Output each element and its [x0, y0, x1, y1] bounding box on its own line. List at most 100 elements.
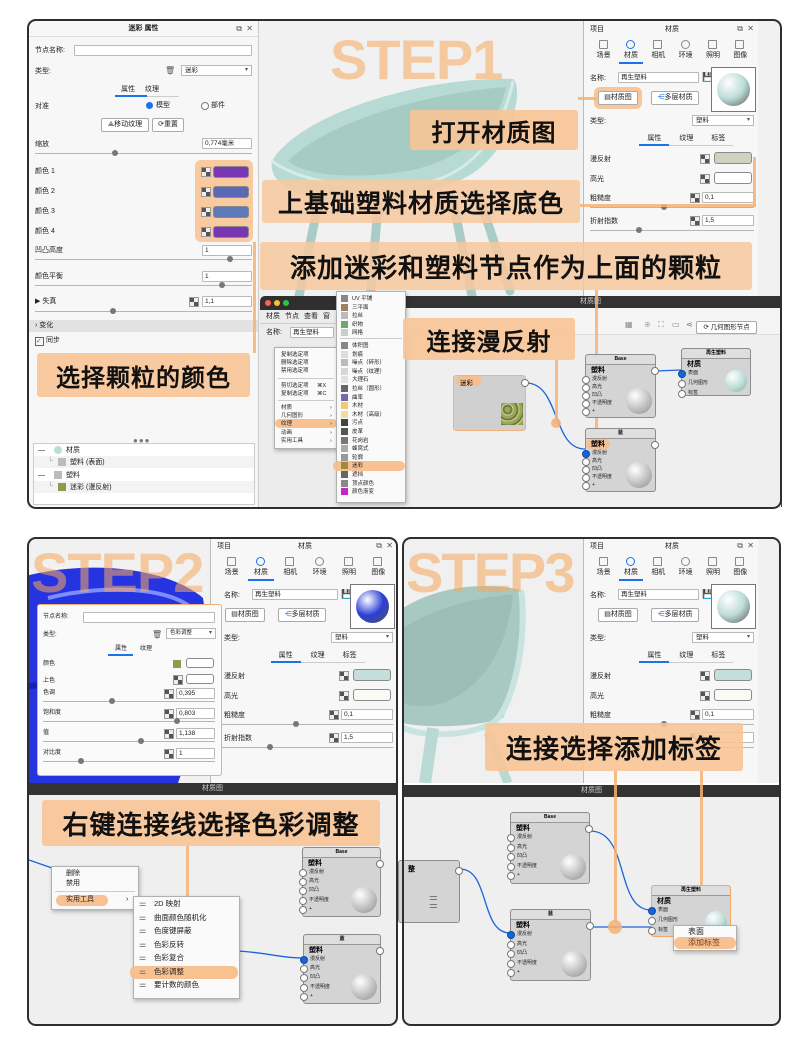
tab-environment[interactable]: 环境 [305, 555, 334, 581]
slider-thumb[interactable] [227, 256, 234, 262]
tree-item-material[interactable]: 材质 [66, 447, 80, 454]
input-port[interactable] [300, 965, 308, 974]
menu-item[interactable]: 剪切选定项 [281, 382, 309, 389]
close-icon[interactable]: ✕ [386, 541, 393, 550]
prop-tab-2[interactable]: 标签 [711, 652, 726, 659]
bump-slider[interactable] [35, 256, 252, 262]
tab-lighting[interactable]: 照明 [334, 555, 363, 581]
material-preview[interactable] [711, 67, 756, 112]
tab-material[interactable]: 材质 [246, 555, 275, 581]
type-select[interactable]: 色彩调整 [166, 628, 216, 639]
multilayer-material-button[interactable]: ⋲多层材质 [278, 608, 326, 622]
texture-map-icon[interactable] [201, 187, 211, 197]
menu-item[interactable]: 禁用选定项 [281, 368, 309, 375]
balance-input[interactable]: 1 [202, 271, 252, 282]
tab-material[interactable]: 材质 [617, 555, 644, 581]
input-port[interactable] [507, 969, 515, 978]
variation-section[interactable]: › 变化 [29, 320, 258, 332]
prop-tab-1[interactable]: 纹理 [679, 652, 694, 659]
input-port[interactable] [299, 878, 307, 887]
input-port[interactable] [507, 950, 515, 959]
menu-item[interactable]: 禁用 [66, 880, 80, 887]
input-port[interactable] [507, 862, 515, 871]
texture-map-icon[interactable] [690, 710, 700, 720]
input-port[interactable] [582, 450, 590, 458]
bump-input[interactable]: 1 [202, 245, 252, 256]
texture-item[interactable]: 划痕 [352, 351, 364, 358]
menu-window[interactable]: 窗 [323, 313, 330, 320]
input-port[interactable] [582, 408, 590, 417]
texture-map-icon[interactable] [164, 689, 174, 699]
input-port[interactable] [300, 956, 308, 964]
texture-item[interactable]: 颜色渐变 [352, 489, 375, 496]
fit-icon[interactable]: ⛶ [658, 320, 664, 329]
texture-item[interactable]: 木材 [352, 403, 364, 410]
color-adjust-node[interactable]: 整 ⚌⚌ [398, 860, 463, 923]
distortion-slider[interactable] [35, 308, 252, 314]
save-icon[interactable]: 💾 [702, 72, 714, 82]
panel-header-project[interactable]: 项目 [590, 543, 604, 550]
scale-slider[interactable] [35, 150, 252, 156]
close-window-button[interactable] [265, 300, 271, 306]
input-port[interactable] [507, 872, 515, 881]
texture-map-icon[interactable] [164, 749, 174, 759]
tree-item-plastic[interactable]: 塑料 [66, 472, 80, 479]
collapse-icon[interactable]: — [38, 447, 45, 454]
output-port[interactable] [586, 922, 594, 930]
zoom-100-icon[interactable]: ▭ [672, 320, 680, 329]
input-port[interactable] [582, 400, 590, 409]
input-port[interactable] [582, 376, 590, 384]
input-port[interactable] [648, 917, 656, 925]
multilayer-material-button[interactable]: ⋲多层材质 [651, 608, 699, 622]
texture-map-icon[interactable] [329, 733, 339, 743]
input-port[interactable] [299, 905, 307, 914]
radio-model[interactable] [146, 102, 153, 109]
texture-map-icon[interactable] [201, 167, 211, 177]
texture-map-icon[interactable] [201, 227, 211, 237]
sync-checkbox[interactable]: ✓ [35, 337, 44, 346]
close-icon[interactable]: ✕ [246, 24, 253, 33]
input-port[interactable] [507, 843, 515, 852]
hue-input[interactable]: 0,395 [176, 688, 215, 699]
output-port[interactable] [521, 379, 529, 387]
maximize-window-button[interactable] [283, 300, 289, 306]
tab-material[interactable]: 材质 [617, 38, 644, 64]
texture-map-icon[interactable] [700, 671, 710, 681]
slider-thumb[interactable] [77, 758, 84, 764]
specular-color-swatch[interactable] [714, 689, 752, 701]
texture-map-icon[interactable] [329, 710, 339, 720]
contrast-input[interactable]: 1 [176, 748, 215, 759]
texture-map-icon[interactable] [700, 691, 710, 701]
slider-thumb[interactable] [108, 698, 115, 704]
ior-input[interactable]: 1,5 [702, 215, 754, 226]
material-preview[interactable] [711, 584, 756, 629]
input-port[interactable] [507, 931, 515, 939]
menu-item[interactable]: 实用工具 [66, 896, 94, 903]
utility-item[interactable]: 色彩复合 [154, 953, 184, 962]
slider-thumb[interactable] [110, 308, 117, 314]
blue-plastic-node[interactable]: 蓝塑料漫反射高光凹凸不透明度+ [582, 428, 659, 492]
minimize-window-button[interactable] [274, 300, 280, 306]
texture-map-icon[interactable] [690, 193, 700, 203]
prop-tab-0[interactable]: 属性 [278, 652, 293, 659]
color-1-swatch[interactable] [213, 166, 249, 178]
menu-material[interactable]: 材质 [266, 313, 280, 320]
input-port[interactable] [648, 907, 656, 915]
detach-icon[interactable]: ⧉ [737, 541, 743, 550]
roughness-slider[interactable] [590, 204, 754, 210]
detach-icon[interactable]: ⧉ [236, 24, 242, 33]
ior-slider[interactable] [217, 744, 393, 750]
color-4-swatch[interactable] [213, 226, 249, 238]
value-slider[interactable] [43, 738, 215, 744]
prop-tab-0[interactable]: 属性 [647, 652, 662, 659]
input-port[interactable] [678, 370, 686, 378]
roughness-input[interactable]: 0,1 [702, 709, 754, 720]
add-icon[interactable]: ⊕ [644, 320, 651, 329]
slider-thumb[interactable] [218, 282, 225, 288]
reset-button[interactable]: ⟳重置 [152, 118, 184, 132]
specular-color-swatch[interactable] [353, 689, 391, 701]
close-icon[interactable]: ✕ [747, 24, 754, 33]
slider-thumb[interactable] [138, 738, 145, 744]
material-graph-button[interactable]: ▤材质图 [225, 608, 265, 622]
